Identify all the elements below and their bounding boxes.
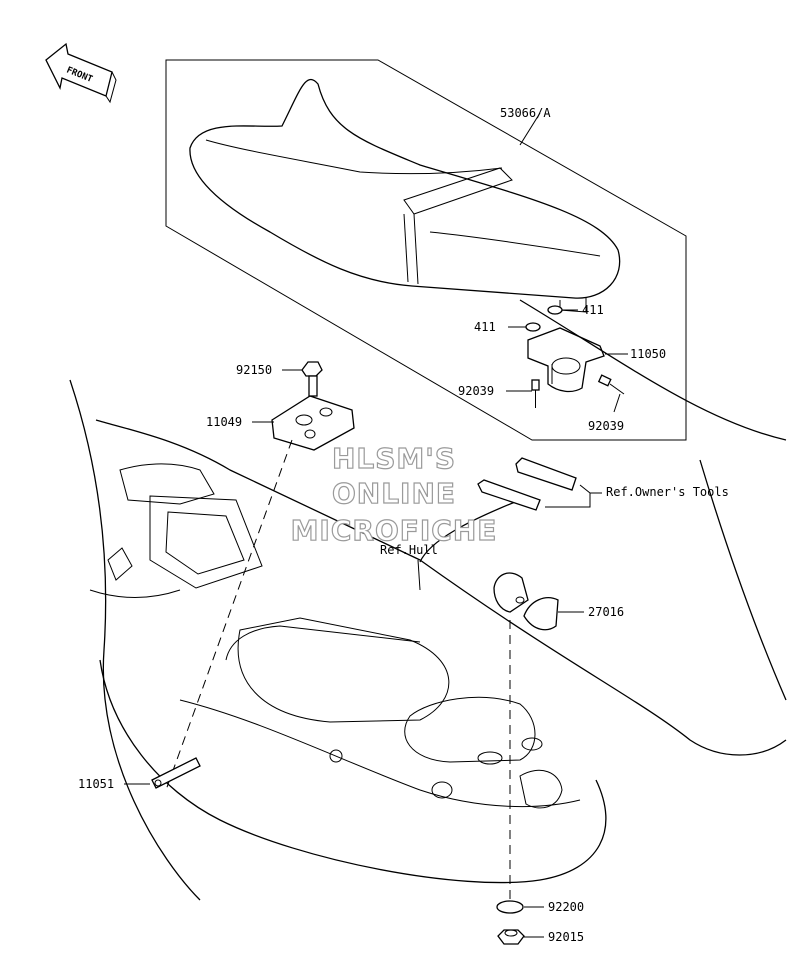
callout-92039-left: 92039 xyxy=(458,384,494,398)
front-arrow-icon: FRONT xyxy=(45,42,117,104)
strap-icon xyxy=(151,757,201,789)
callout-11051: 11051 xyxy=(78,777,114,791)
callout-92200: 92200 xyxy=(548,900,584,914)
watermark-line-2: ONLINE xyxy=(332,477,456,510)
rivet-left-icon xyxy=(531,379,540,408)
leader-owners-tools xyxy=(545,484,602,508)
callout-92015: 92015 xyxy=(548,930,584,944)
rivet-right-icon xyxy=(597,374,625,395)
washer-left-icon xyxy=(525,322,541,332)
seat-leader xyxy=(519,112,541,146)
seat-assembly-box xyxy=(165,59,687,441)
watermark-line-3: MICROFICHE xyxy=(291,514,498,547)
seat-latch-bracket xyxy=(527,327,605,393)
callout-27016: 27016 xyxy=(588,605,624,619)
bolt-icon xyxy=(301,361,323,397)
leader-hull xyxy=(417,559,421,591)
mount-plate-icon xyxy=(271,395,355,451)
watermark-line-1: HLSM'S xyxy=(332,442,456,475)
seat-drawing xyxy=(189,78,621,313)
tool-strap-icon xyxy=(477,457,577,511)
nut-bottom-icon xyxy=(497,929,525,945)
callout-11049: 11049 xyxy=(206,415,242,429)
washer-right-icon xyxy=(547,305,563,315)
hull-drawing xyxy=(69,299,787,901)
watermark: HLSM'S ONLINE MICROFICHE xyxy=(290,441,498,547)
callout-ref-hull: Ref.Hull xyxy=(380,543,438,557)
plate-strap-dashed-line xyxy=(165,439,293,791)
cap-icon xyxy=(493,572,559,631)
callout-11050: 11050 xyxy=(630,347,666,361)
callout-411-right: 411 xyxy=(582,303,604,317)
callout-92039-right: 92039 xyxy=(588,419,624,433)
leader-92039-right xyxy=(613,393,621,413)
callout-53066-a: 53066/A xyxy=(500,106,551,120)
callout-92150: 92150 xyxy=(236,363,272,377)
washer-bottom-icon xyxy=(496,900,524,914)
callout-411-left: 411 xyxy=(474,320,496,334)
callout-owners-tools: Ref.Owner's Tools xyxy=(606,485,729,499)
